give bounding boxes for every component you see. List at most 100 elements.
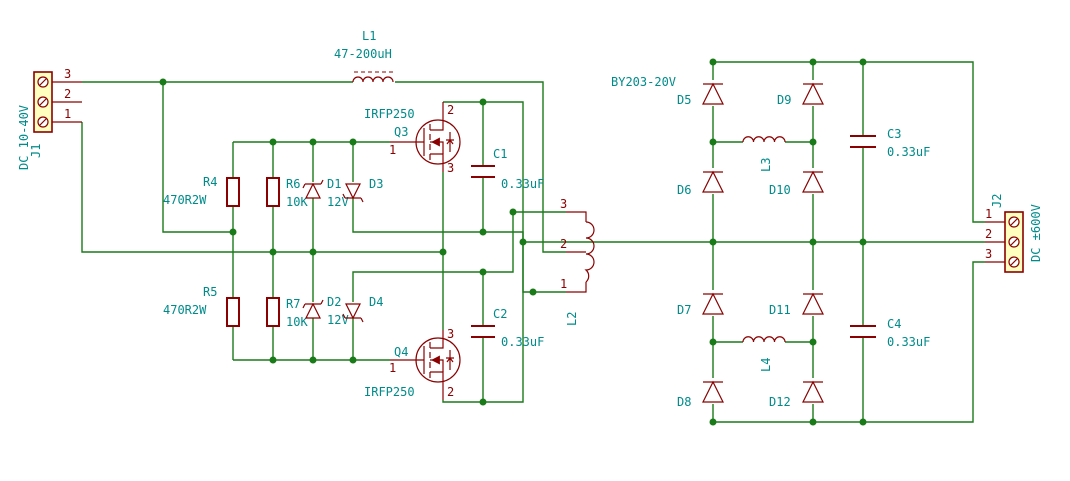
wire-d3-bottom bbox=[352, 198, 483, 233]
wire-rect-top bbox=[713, 61, 985, 223]
d3-ref: D3 bbox=[369, 177, 383, 191]
d6-ref: D6 bbox=[677, 183, 691, 197]
q4-pin1-number: 1 bbox=[389, 361, 396, 375]
d8-ref: D8 bbox=[677, 395, 691, 409]
junction-dot bbox=[809, 338, 817, 346]
transistor-q4: 1 3 2 Q4 IRFP250 bbox=[364, 327, 461, 400]
wire-q4-source bbox=[442, 231, 524, 403]
resistor-r4: R4 470R2W bbox=[163, 175, 240, 207]
resistor-r5: R5 470R2W bbox=[163, 285, 240, 327]
connector-j2: 1 2 3 J2 DC ±600V bbox=[985, 194, 1043, 273]
d12-ref: D12 bbox=[769, 395, 791, 409]
rectifier-diode-icon bbox=[802, 170, 824, 193]
junction-dot bbox=[479, 398, 487, 406]
d9-ref: D9 bbox=[777, 93, 791, 107]
inductor-coil-icon bbox=[352, 76, 394, 83]
resistor-r7: R7 10K bbox=[266, 297, 308, 329]
d1-ref: D1 bbox=[327, 177, 341, 191]
j2-value: DC ±600V bbox=[1029, 204, 1043, 262]
q4-pin2-number: 2 bbox=[447, 385, 454, 399]
q4-pin3-number: 3 bbox=[447, 327, 454, 341]
j1-ref: J1 bbox=[29, 144, 43, 158]
inductor-l3: L3 bbox=[742, 136, 786, 172]
zener-d3: D3 bbox=[342, 177, 383, 203]
junctions bbox=[159, 58, 867, 426]
junction-dot bbox=[709, 138, 717, 146]
r4-value: 470R2W bbox=[163, 193, 207, 207]
d2-ref: D2 bbox=[327, 295, 341, 309]
j1-pin3-number: 3 bbox=[64, 67, 71, 81]
rectifier-diode-icon bbox=[702, 292, 724, 315]
rectifier-diode-icon bbox=[802, 82, 824, 105]
c3-ref: C3 bbox=[887, 127, 901, 141]
junction-dot bbox=[159, 78, 167, 86]
junction-dot bbox=[479, 268, 487, 276]
r6-value: 10K bbox=[286, 195, 308, 209]
c1-value: 0.33uF bbox=[501, 177, 544, 191]
junction-dot bbox=[479, 228, 487, 236]
junction-dot bbox=[709, 418, 717, 426]
j2-pin1-number: 1 bbox=[985, 207, 992, 221]
junction-dot bbox=[309, 248, 317, 256]
resistor-icon bbox=[226, 177, 240, 207]
junction-dot bbox=[809, 238, 817, 246]
junction-dot bbox=[709, 238, 717, 246]
q3-value: IRFP250 bbox=[364, 107, 415, 121]
inductor-coil-icon bbox=[742, 136, 786, 143]
l1-ref: L1 bbox=[362, 29, 376, 43]
junction-dot bbox=[859, 238, 867, 246]
junction-dot bbox=[809, 138, 817, 146]
junction-dot bbox=[709, 58, 717, 66]
l3-ref: L3 bbox=[759, 158, 773, 172]
j1-value: DC 10-40V bbox=[17, 105, 31, 170]
capacitor-c4: C4 0.33uF bbox=[850, 317, 930, 349]
wire-gate-supply bbox=[162, 82, 233, 233]
q3-pin2-number: 2 bbox=[447, 103, 454, 117]
rectifier-diode-icon bbox=[802, 380, 824, 403]
transistor-q3: 1 2 3 Q3 IRFP250 bbox=[364, 102, 461, 175]
q3-pin3-number: 3 bbox=[447, 161, 454, 175]
j2-ref: J2 bbox=[990, 194, 1004, 208]
junction-dot bbox=[809, 418, 817, 426]
rectifier-diode-icon bbox=[702, 170, 724, 193]
wire-l1-to-l2-center bbox=[395, 81, 566, 253]
wire-q4-drain-link bbox=[483, 212, 514, 273]
d1-value: 12V bbox=[327, 195, 349, 209]
junction-dot bbox=[229, 228, 237, 236]
l1-value: 47-200uH bbox=[334, 47, 392, 61]
junction-dot bbox=[439, 248, 447, 256]
zener-d4: D4 bbox=[342, 295, 383, 323]
inductor-l1: L1 47-200uH bbox=[334, 29, 394, 83]
inductor-l4: L4 bbox=[742, 336, 786, 372]
junction-dot bbox=[309, 138, 317, 146]
zener-d1: D1 12V bbox=[302, 177, 349, 209]
l2-pin3-number: 3 bbox=[560, 197, 567, 211]
zener-diode-icon bbox=[342, 303, 364, 323]
d2-value: 12V bbox=[327, 313, 349, 327]
c2-ref: C2 bbox=[493, 307, 507, 321]
wire-rect-bottom bbox=[713, 261, 985, 423]
wires bbox=[81, 61, 985, 423]
q4-value: IRFP250 bbox=[364, 385, 415, 399]
junction-dot bbox=[479, 98, 487, 106]
junction-dot bbox=[269, 356, 277, 364]
r7-value: 10K bbox=[286, 315, 308, 329]
capacitor-c3: C3 0.33uF bbox=[850, 127, 930, 159]
wire-d4-top bbox=[352, 271, 483, 302]
rectifier-diodes: BY203-20V D5 D6 D7 D8 D9 D10 D11 D12 bbox=[611, 75, 824, 409]
r5-ref: R5 bbox=[203, 285, 217, 299]
j2-pin3-number: 3 bbox=[985, 247, 992, 261]
junction-dot bbox=[519, 238, 527, 246]
d11-ref: D11 bbox=[769, 303, 791, 317]
connector-j1: 3 2 1 DC 10-40V J1 bbox=[17, 67, 82, 170]
rectifier-diode-icon bbox=[702, 82, 724, 105]
resistor-icon bbox=[266, 297, 280, 327]
wire-j1-pin1 bbox=[81, 122, 443, 253]
j1-pin2-number: 2 bbox=[64, 87, 71, 101]
zener-d2: D2 12V bbox=[302, 295, 349, 327]
junction-dot bbox=[859, 58, 867, 66]
inductor-coil-icon bbox=[584, 221, 595, 283]
zener-diode-icon bbox=[302, 179, 324, 199]
d7-ref: D7 bbox=[677, 303, 691, 317]
